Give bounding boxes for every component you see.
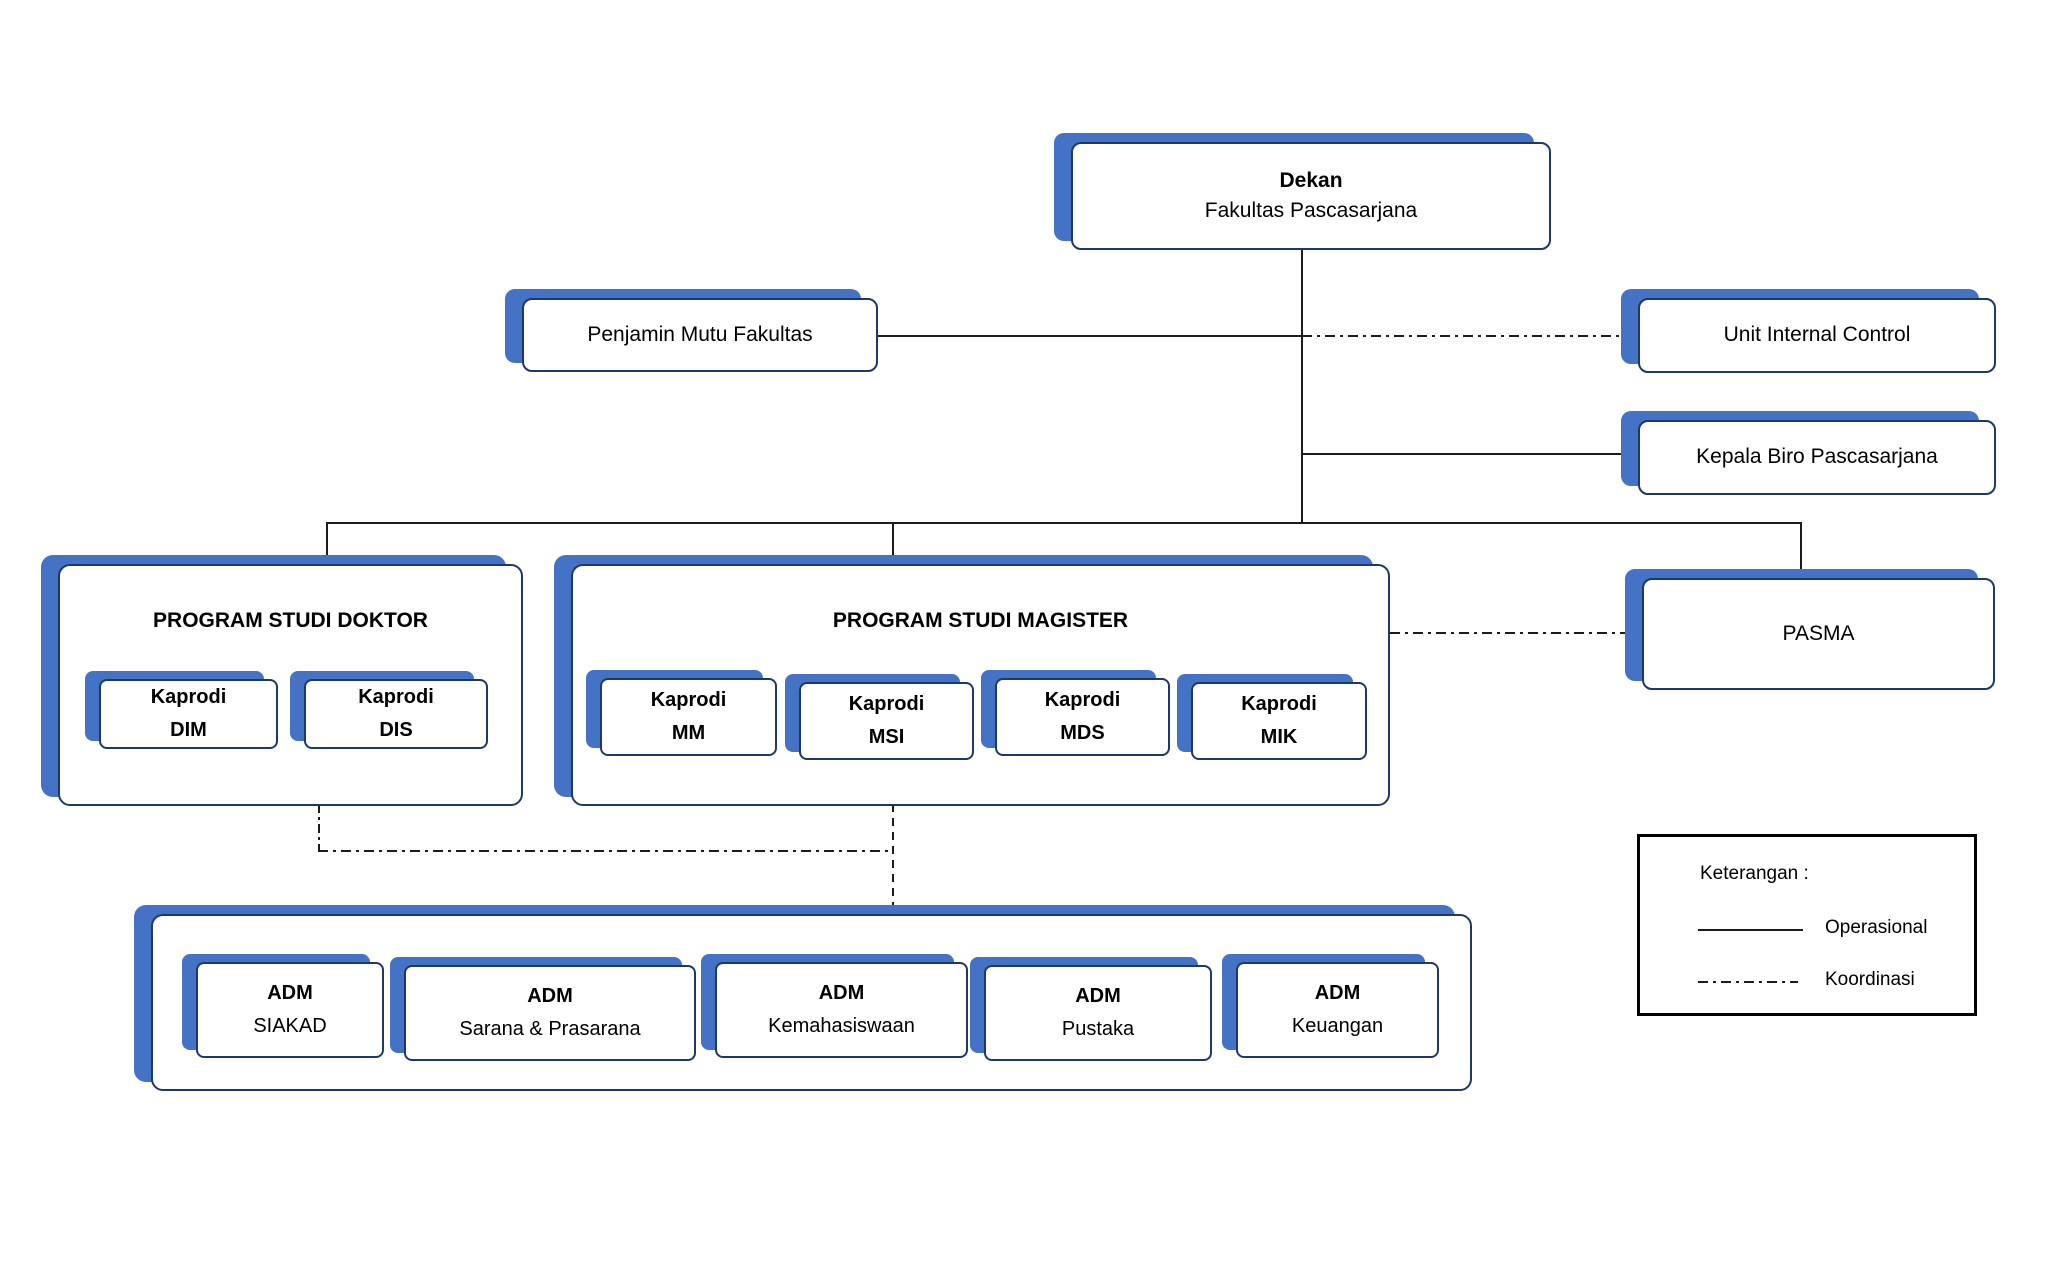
adm-container-box: ADM SIAKAD ADM Sarana & Prasarana ADM Ke… bbox=[151, 914, 1472, 1091]
adm-siakad-box: ADM SIAKAD bbox=[196, 962, 384, 1058]
dekan-subtitle: Fakultas Pascasarjana bbox=[1204, 199, 1418, 222]
kaprodi-msi-box: Kaprodi MSI bbox=[799, 682, 974, 760]
kaprodi-mds-line1: Kaprodi bbox=[1044, 689, 1121, 711]
kaprodi-mm-line2: MM bbox=[671, 722, 706, 744]
kepala-biro-label: Kepala Biro Pascasarjana bbox=[1696, 445, 1938, 469]
prodi-magister-title: PROGRAM STUDI MAGISTER bbox=[832, 609, 1129, 632]
prodi-doktor-box: PROGRAM STUDI DOKTOR Kaprodi DIM Kaprodi… bbox=[58, 564, 523, 806]
kaprodi-dis-line1: Kaprodi bbox=[358, 686, 434, 708]
adm-kemahasiswaan-line2: Kemahasiswaan bbox=[768, 1015, 915, 1037]
pasma-label: PASMA bbox=[1782, 621, 1855, 645]
connector-doktor-adm-horizontal bbox=[318, 850, 894, 852]
adm-pustaka-line1: ADM bbox=[1075, 985, 1121, 1007]
adm-pustaka-box: ADM Pustaka bbox=[984, 965, 1212, 1061]
kaprodi-msi-line1: Kaprodi bbox=[848, 693, 925, 715]
legend-title: Keterangan : bbox=[1700, 863, 1809, 884]
connector-drop-doktor bbox=[326, 522, 328, 566]
kaprodi-mik-line2: MIK bbox=[1260, 726, 1298, 748]
connector-magister-adm-vertical bbox=[892, 804, 894, 916]
legend-koordinasi-label: Koordinasi bbox=[1825, 969, 1915, 990]
legend-box: Keterangan : Operasional Koordinasi bbox=[1637, 834, 1977, 1016]
adm-keuangan-box: ADM Keuangan bbox=[1236, 962, 1439, 1058]
kaprodi-dim-line1: Kaprodi bbox=[150, 686, 227, 708]
adm-kemahasiswaan-box: ADM Kemahasiswaan bbox=[715, 962, 968, 1058]
adm-kemahasiswaan-line1: ADM bbox=[818, 982, 865, 1004]
legend-koordinasi-line-sample bbox=[1698, 981, 1798, 983]
adm-sarana-line2: Sarana & Prasarana bbox=[459, 1018, 641, 1040]
connector-dekan-vertical bbox=[1301, 250, 1303, 522]
connector-kepala-biro-operasional bbox=[1302, 453, 1638, 455]
prodi-magister-box: PROGRAM STUDI MAGISTER Kaprodi MM Kaprod… bbox=[571, 564, 1390, 806]
dekan-box: Dekan Fakultas Pascasarjana bbox=[1071, 142, 1551, 250]
adm-sarana-line1: ADM bbox=[527, 985, 573, 1007]
connector-drop-magister bbox=[892, 522, 894, 566]
unit-internal-control-label: Unit Internal Control bbox=[1723, 323, 1911, 347]
kaprodi-mds-line2: MDS bbox=[1060, 722, 1105, 744]
adm-keuangan-line2: Keuangan bbox=[1291, 1015, 1384, 1037]
kaprodi-dis-line2: DIS bbox=[379, 719, 413, 741]
dekan-title: Dekan bbox=[1279, 168, 1343, 192]
penjamin-mutu-box: Penjamin Mutu Fakultas bbox=[522, 298, 878, 372]
prodi-doktor-title: PROGRAM STUDI DOKTOR bbox=[153, 609, 428, 632]
kaprodi-mm-line1: Kaprodi bbox=[650, 689, 727, 711]
adm-pustaka-line2: Pustaka bbox=[1061, 1018, 1135, 1040]
adm-keuangan-line1: ADM bbox=[1314, 982, 1361, 1004]
kaprodi-mds-box: Kaprodi MDS bbox=[995, 678, 1170, 756]
kaprodi-dis-box: Kaprodi DIS bbox=[304, 679, 488, 749]
adm-siakad-line1: ADM bbox=[267, 982, 313, 1004]
connector-distribution-horizontal bbox=[326, 522, 1802, 524]
penjamin-mutu-label: Penjamin Mutu Fakultas bbox=[587, 322, 813, 346]
unit-internal-control-box: Unit Internal Control bbox=[1638, 298, 1996, 373]
legend-operasional-label: Operasional bbox=[1825, 917, 1928, 938]
kaprodi-dim-line2: DIM bbox=[170, 719, 207, 741]
pasma-box: PASMA bbox=[1642, 578, 1995, 690]
legend-operasional-line-sample bbox=[1698, 929, 1803, 931]
connector-doktor-adm-vertical bbox=[318, 804, 320, 852]
connector-uic-koordinasi bbox=[1302, 335, 1634, 337]
adm-siakad-line2: SIAKAD bbox=[253, 1015, 327, 1037]
kaprodi-dim-box: Kaprodi DIM bbox=[99, 679, 278, 749]
kaprodi-mik-line1: Kaprodi bbox=[1241, 693, 1317, 715]
connector-magister-pasma-koordinasi bbox=[1390, 632, 1628, 634]
adm-sarana-box: ADM Sarana & Prasarana bbox=[404, 965, 696, 1061]
kaprodi-mm-box: Kaprodi MM bbox=[600, 678, 777, 756]
connector-drop-pasma bbox=[1800, 522, 1802, 580]
connector-penjamin-operasional bbox=[878, 335, 1302, 337]
kaprodi-mik-box: Kaprodi MIK bbox=[1191, 682, 1367, 760]
kaprodi-msi-line2: MSI bbox=[868, 726, 905, 748]
kepala-biro-box: Kepala Biro Pascasarjana bbox=[1638, 420, 1996, 495]
